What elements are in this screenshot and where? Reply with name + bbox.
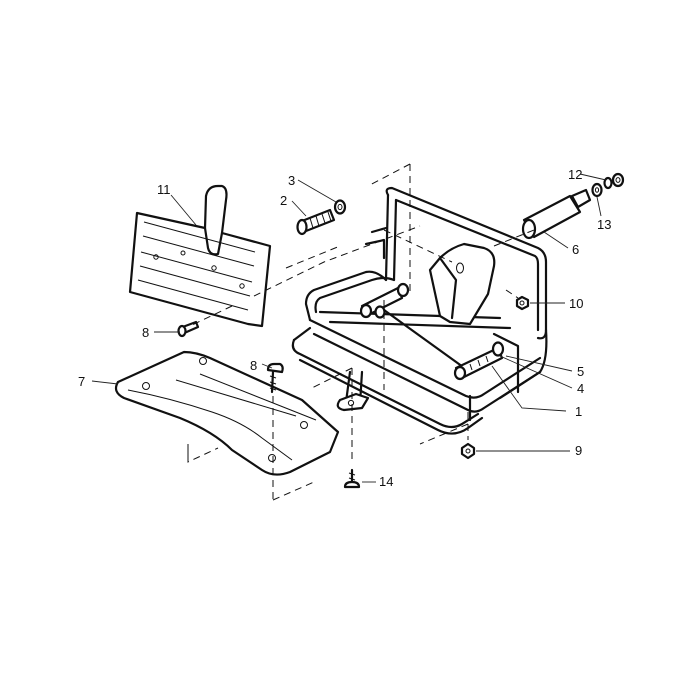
- callout-3: 3: [288, 173, 295, 188]
- callout-1: 1: [575, 404, 582, 419]
- alignment-lines: [187, 163, 535, 501]
- part-14-screw: [343, 468, 361, 489]
- callout-labels: 11 3 2 12 13 6 10 5 4 1 9 8 8 7 14: [78, 167, 611, 489]
- frame-inner-bolt: [359, 282, 410, 319]
- part-8-screw-upper: [177, 320, 200, 338]
- part-11-plate-bracket: [128, 184, 272, 328]
- part-4-washer: [491, 341, 505, 357]
- callout-13: 13: [597, 217, 611, 232]
- part-2-bolt: [296, 208, 336, 236]
- callout-9: 9: [575, 443, 582, 458]
- callout-12: 12: [568, 167, 582, 182]
- callout-5: 5: [577, 364, 584, 379]
- frame-center-arm: [428, 242, 496, 326]
- part-12-washer: [603, 172, 625, 190]
- callout-7: 7: [78, 374, 85, 389]
- callout-8-upper: 8: [142, 325, 149, 340]
- callout-10: 10: [569, 296, 583, 311]
- callout-11: 11: [157, 182, 171, 197]
- part-10-nut: [515, 295, 530, 311]
- callout-14: 14: [379, 474, 393, 489]
- leader-lines: [91, 173, 607, 483]
- part-13-washer: [591, 182, 603, 198]
- callout-8-lower: 8: [250, 358, 257, 373]
- callout-2: 2: [280, 193, 287, 208]
- part-1-frame: [291, 186, 548, 435]
- callout-4: 4: [577, 381, 584, 396]
- part-9-nut: [460, 442, 476, 460]
- part-7-footrest-plate: [114, 350, 340, 476]
- callout-6: 6: [572, 242, 579, 257]
- part-5-bolt: [453, 346, 504, 381]
- part-3-washer: [333, 199, 347, 215]
